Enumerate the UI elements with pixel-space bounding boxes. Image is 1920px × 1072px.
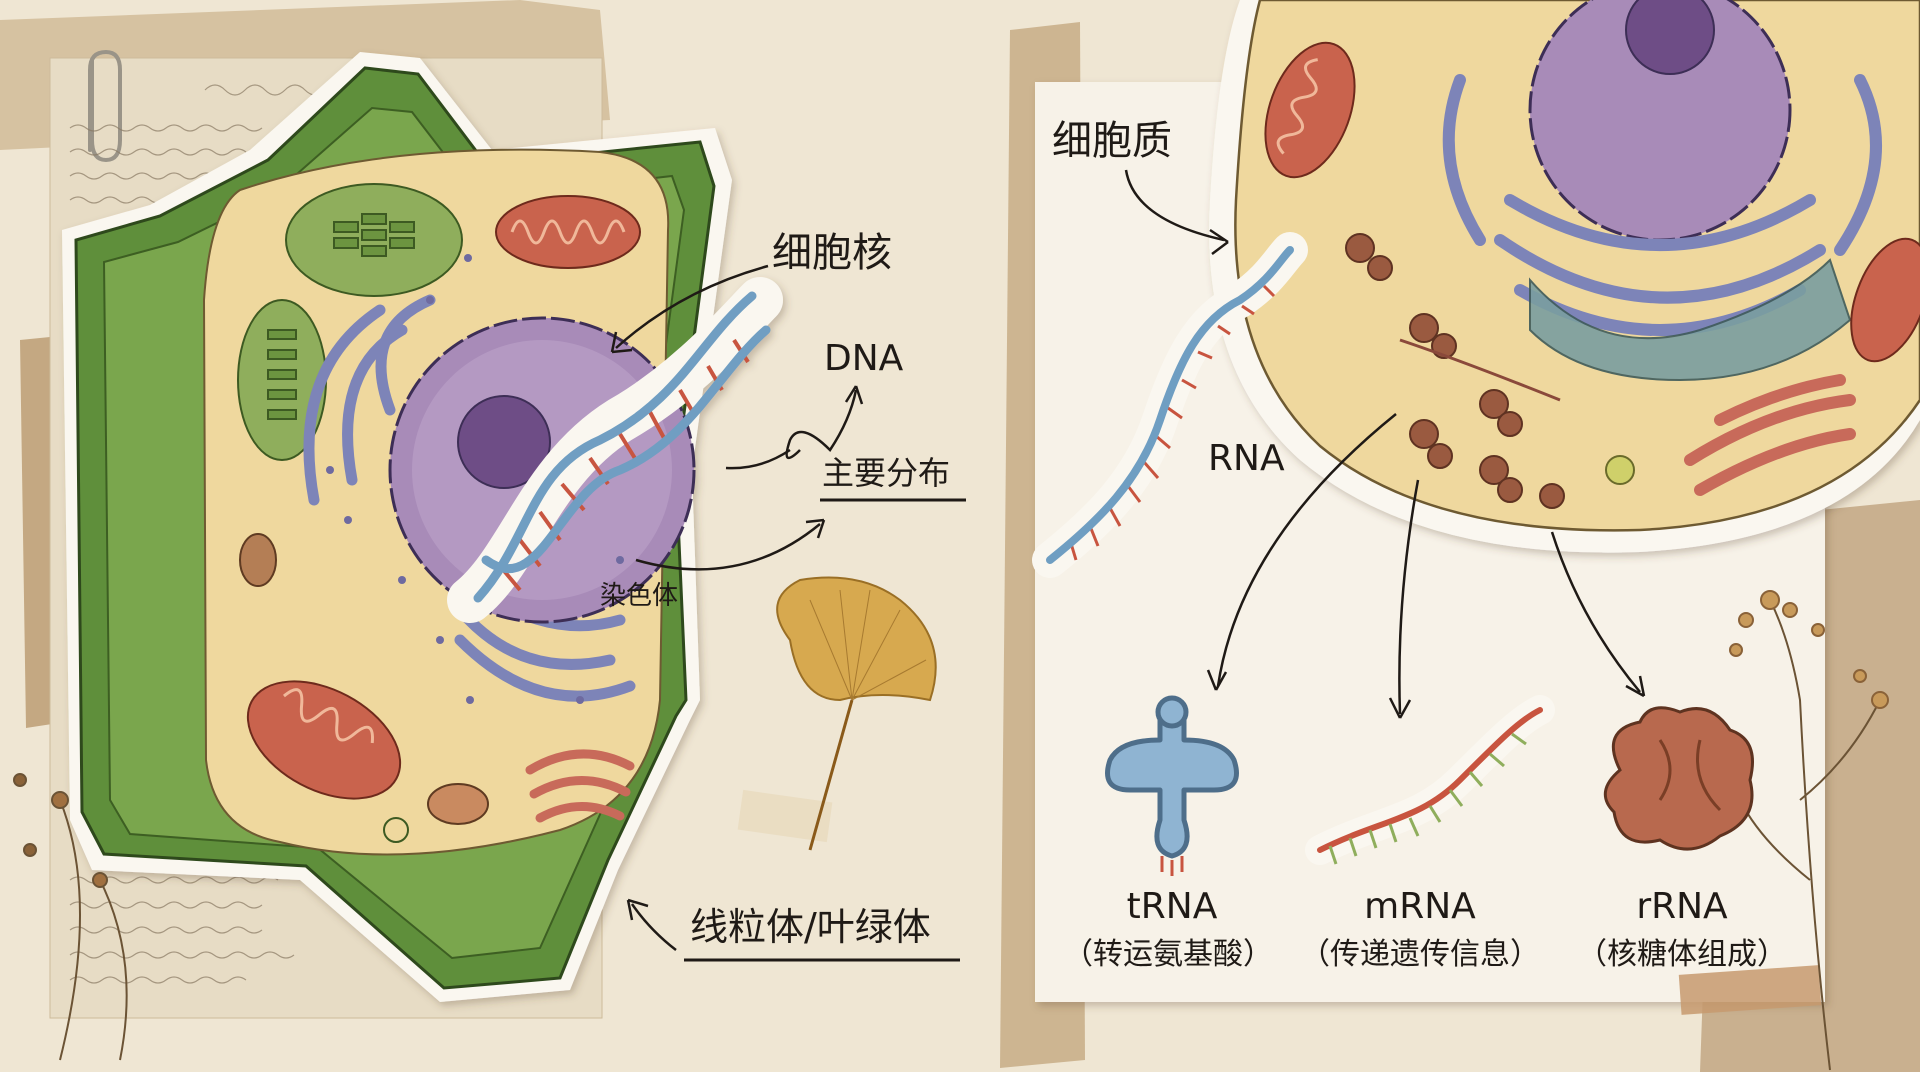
vesicle-1	[239, 533, 277, 587]
arrow-to-mrna-head	[1388, 697, 1412, 719]
arrow-nucleus	[615, 264, 769, 349]
label-rna: RNA	[1208, 438, 1285, 479]
tape-piece-right	[1678, 965, 1822, 1015]
arrow-to-mrna	[1398, 479, 1420, 715]
chloroplast-1	[285, 183, 463, 297]
animal-nucleolus	[1625, 0, 1715, 75]
mitochondrion-1	[495, 195, 641, 269]
rough-er	[1529, 258, 1852, 382]
chloroplast-2	[237, 299, 327, 461]
ginkgo-leaf-icon	[776, 576, 937, 851]
plasmodesma	[383, 817, 409, 843]
dried-flower-left-icon	[13, 773, 128, 1061]
label-trna-name: tRNA	[1127, 886, 1218, 927]
mitochondrion-2	[246, 680, 402, 800]
label-cytoplasm: 细胞质	[1052, 118, 1172, 164]
centriole-icon	[1605, 455, 1635, 485]
label-rrna-desc: （核糖体组成）	[1577, 937, 1787, 972]
arrow-chromosome	[635, 523, 821, 571]
arrow-to-rrna	[1550, 531, 1641, 693]
arrow-to-rrna-head	[1625, 675, 1646, 698]
ribosome-dots	[326, 254, 624, 704]
mrna-icon	[1305, 695, 1555, 865]
label-trna-desc: （转运氨基酸）	[1063, 937, 1273, 972]
arrow-to-trna	[1216, 413, 1397, 687]
plant-cell-diagram	[62, 52, 783, 1002]
label-nucleus: 细胞核	[772, 230, 892, 276]
nucleolus	[457, 395, 551, 489]
arrow-nucleus-head	[610, 331, 633, 354]
label-rrna-name: rRNA	[1636, 886, 1728, 927]
animal-mitochondrion-2	[1850, 237, 1920, 363]
label-mrna-name: mRNA	[1364, 886, 1476, 927]
left-annotations: 细胞核 DNA 主要分布 染色体 线粒体/叶绿体	[600, 230, 966, 962]
arrow-chromosome-head	[805, 518, 826, 539]
animal-ribosome-strand	[1399, 338, 1561, 402]
arrow-mito-chloro-head	[626, 898, 649, 921]
arrow-mito-chloro	[630, 903, 677, 951]
arrow-cytoplasm-head	[1209, 228, 1229, 255]
animal-golgi	[1684, 374, 1856, 496]
rna-strand-icon	[1032, 232, 1308, 578]
label-mrna-desc: （传递遗传信息）	[1300, 937, 1540, 972]
arrow-dna	[785, 389, 858, 460]
label-chromosome: 染色体	[600, 581, 678, 611]
trna-icon	[1105, 695, 1239, 876]
tape-piece-left	[737, 789, 833, 843]
arrow-nucleus-to-dist	[725, 448, 791, 470]
label-main-distribution: 主要分布	[822, 454, 950, 492]
vesicle-2	[427, 783, 489, 825]
paper-clip-icon	[88, 49, 122, 163]
golgi-apparatus	[525, 749, 635, 823]
arrow-to-trna-head	[1206, 669, 1228, 691]
animal-ribosomes	[1345, 233, 1565, 509]
right-annotations: 细胞质 RNA tRNA （转运氨基酸） mRNA （传递遗传信息） rRNA …	[1052, 118, 1787, 972]
arrow-dna-head	[844, 385, 864, 405]
dna-double-helix	[447, 277, 783, 623]
animal-mitochondrion-1	[1264, 41, 1356, 179]
label-mito-chloro: 线粒体/叶绿体	[690, 905, 931, 949]
label-dna: DNA	[824, 338, 904, 379]
arrow-cytoplasm	[1124, 169, 1225, 242]
animal-cell-diagram	[1209, 0, 1920, 553]
manuscript-handwriting	[69, 84, 446, 984]
rrna-icon	[1603, 706, 1754, 851]
